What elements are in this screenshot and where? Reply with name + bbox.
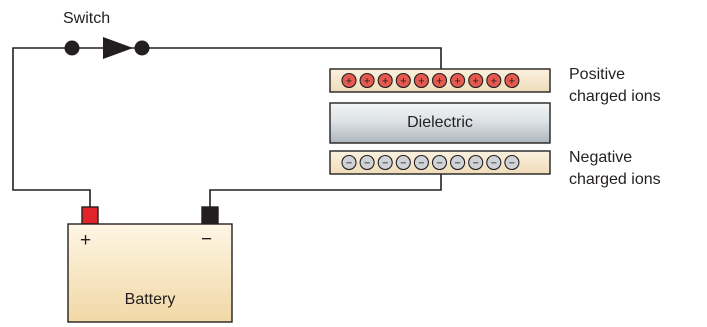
switch-label: Switch [63, 10, 111, 27]
negative-ion [450, 154, 466, 171]
negative-ion-symbol: − [382, 158, 388, 170]
negative-ion-symbol: − [491, 158, 497, 170]
negative-ion-symbol: − [509, 158, 515, 170]
switch-arrow-icon [103, 37, 133, 59]
dielectric-slab [329, 102, 551, 144]
positive-ions: + + + + + + + + + + [341, 72, 520, 89]
negative-ion-symbol: − [472, 158, 478, 170]
wire-positive-loop [12, 47, 91, 207]
positive-ion [377, 72, 393, 89]
battery [67, 206, 233, 323]
dielectric-label: Dielectric [407, 114, 473, 131]
negative-ion [468, 154, 484, 171]
negative-ions: −−−−−−−−−− [341, 154, 520, 171]
positive-ion-symbol: + [472, 76, 478, 88]
positive-ion [468, 72, 484, 89]
positive-ion [395, 72, 411, 89]
negative-ion-symbol: − [454, 158, 460, 170]
battery-positive-terminal [81, 206, 99, 225]
positive-ion-symbol: + [346, 76, 352, 88]
positive-ion-symbol: + [509, 76, 515, 88]
negative-label-line1: Negative [569, 149, 633, 166]
switch-contact-left [64, 40, 80, 56]
negative-ion-symbol: − [436, 158, 442, 170]
negative-ion [504, 154, 520, 171]
negative-ion [395, 154, 411, 171]
negative-ion [431, 154, 448, 171]
positive-ion [413, 72, 429, 89]
negative-ion-symbol: − [418, 158, 424, 170]
switch-contact-right [134, 40, 150, 56]
battery-negative-terminal [201, 206, 219, 225]
positive-label-line1: Positive [569, 66, 626, 83]
negative-ion [413, 154, 429, 171]
positive-ion-symbol: + [400, 76, 406, 88]
switch [64, 37, 150, 59]
wires [12, 47, 442, 207]
battery-body [67, 223, 233, 323]
negative-ion-symbol: − [400, 158, 406, 170]
negative-label-line2: charged ions [569, 171, 661, 188]
wire-bottom-plate-to-negative [209, 174, 442, 207]
positive-ion [341, 72, 357, 89]
negative-ion [359, 154, 375, 171]
negative-ion-symbol: − [346, 158, 352, 170]
positive-ion-symbol: + [364, 76, 370, 88]
positive-ion-symbol: + [436, 76, 442, 88]
positive-ion-symbol: + [491, 76, 497, 88]
positive-ion [359, 72, 375, 89]
battery-minus-sign: − [201, 229, 213, 250]
wire-switch-to-top-plate [142, 47, 442, 69]
positive-ion-symbol: + [418, 76, 424, 88]
negative-ion-symbol: − [364, 158, 370, 170]
positive-ion-symbol: + [454, 76, 460, 88]
battery-plus-sign: + [80, 230, 92, 251]
positive-ion [431, 72, 448, 89]
negative-ion [486, 154, 502, 171]
negative-ion [341, 154, 357, 171]
negative-ion [377, 154, 393, 171]
positive-ion-symbol: + [382, 76, 388, 88]
positive-ion [486, 72, 502, 89]
positive-ion [504, 72, 520, 89]
battery-label: Battery [124, 291, 176, 308]
positive-ion [450, 72, 466, 89]
positive-label-line2: charged ions [569, 88, 661, 105]
